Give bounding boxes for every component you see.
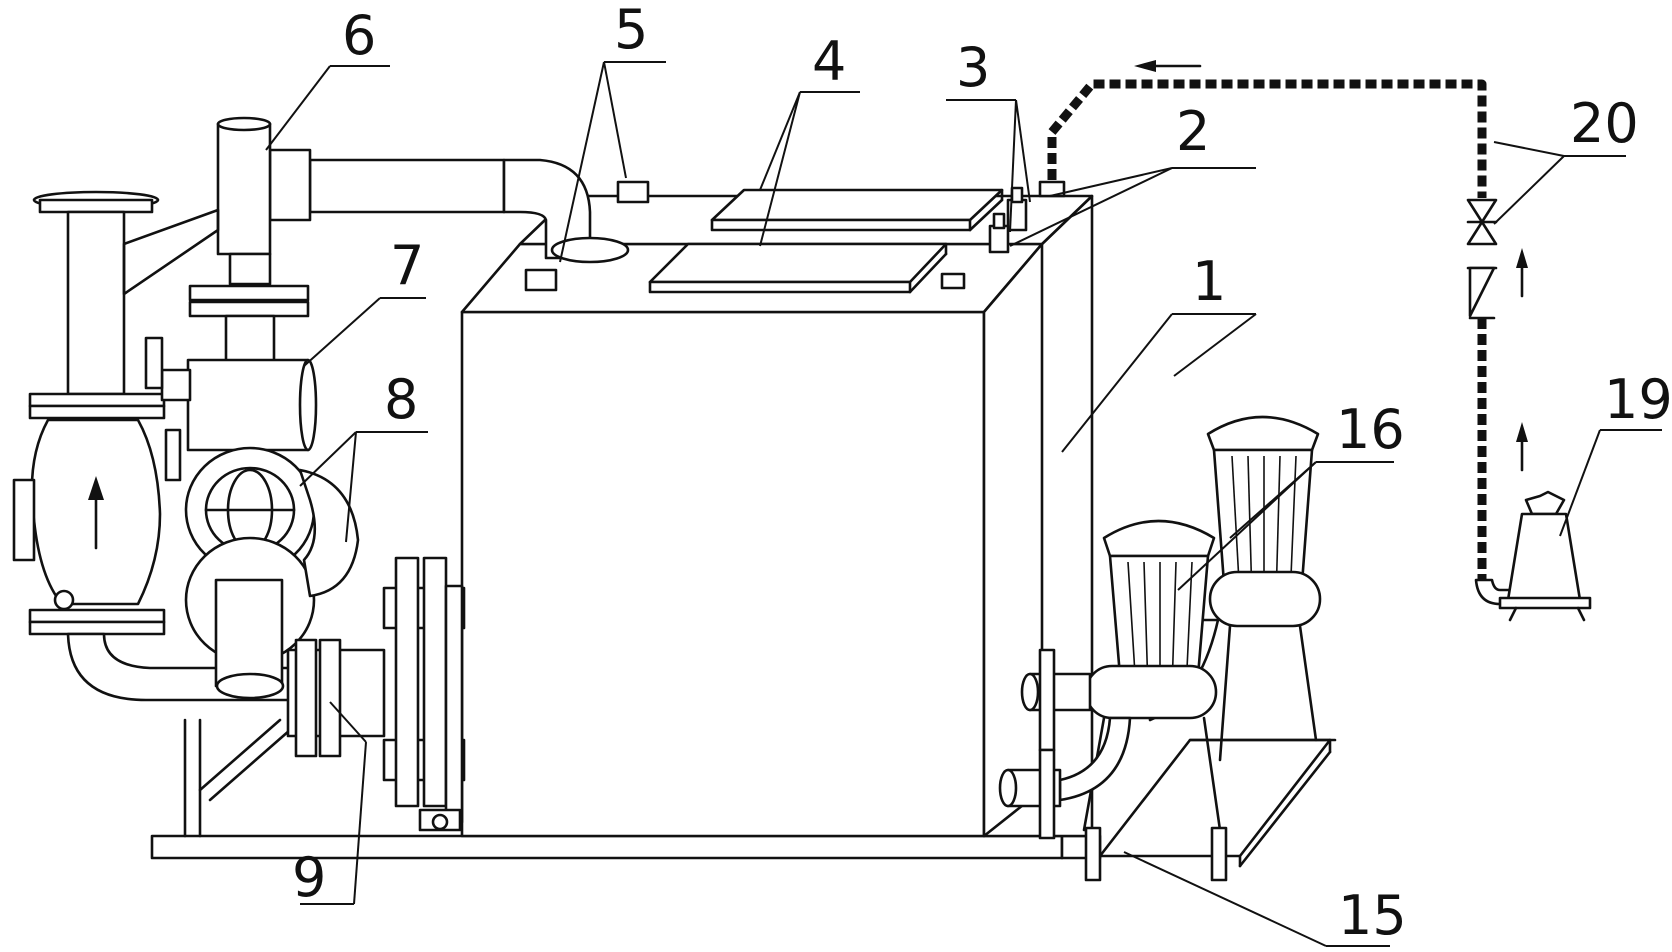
label-5: 5 [614,0,648,61]
label-20: 20 [1570,92,1639,155]
label-19: 19 [1604,368,1672,431]
level-sensors [988,186,1028,254]
manifold-flanges [286,556,466,832]
manhole-cover-back [710,188,1004,232]
callout-labels: 1 2 3 4 5 6 7 8 9 15 16 19 20 [292,0,1672,947]
check-valve-housing [144,336,318,482]
manhole-cover-front [648,242,948,294]
label-16: 16 [1336,398,1405,461]
label-4: 4 [812,30,846,93]
label-9: 9 [292,846,326,909]
inlet-pipe [188,116,630,366]
label-15: 15 [1338,884,1407,947]
label-7: 7 [390,234,424,297]
external-pipeline [1047,60,1528,580]
label-6: 6 [342,4,376,67]
label-3: 3 [956,36,990,99]
top-fittings [524,180,1066,292]
leader-lines [265,61,1662,947]
label-8: 8 [384,368,418,431]
pump-front [998,519,1228,882]
sump-pump [1474,490,1592,622]
label-1: 1 [1192,250,1226,313]
outlet-riser [12,190,298,702]
gate-valves [184,446,360,700]
label-2: 2 [1176,100,1210,163]
